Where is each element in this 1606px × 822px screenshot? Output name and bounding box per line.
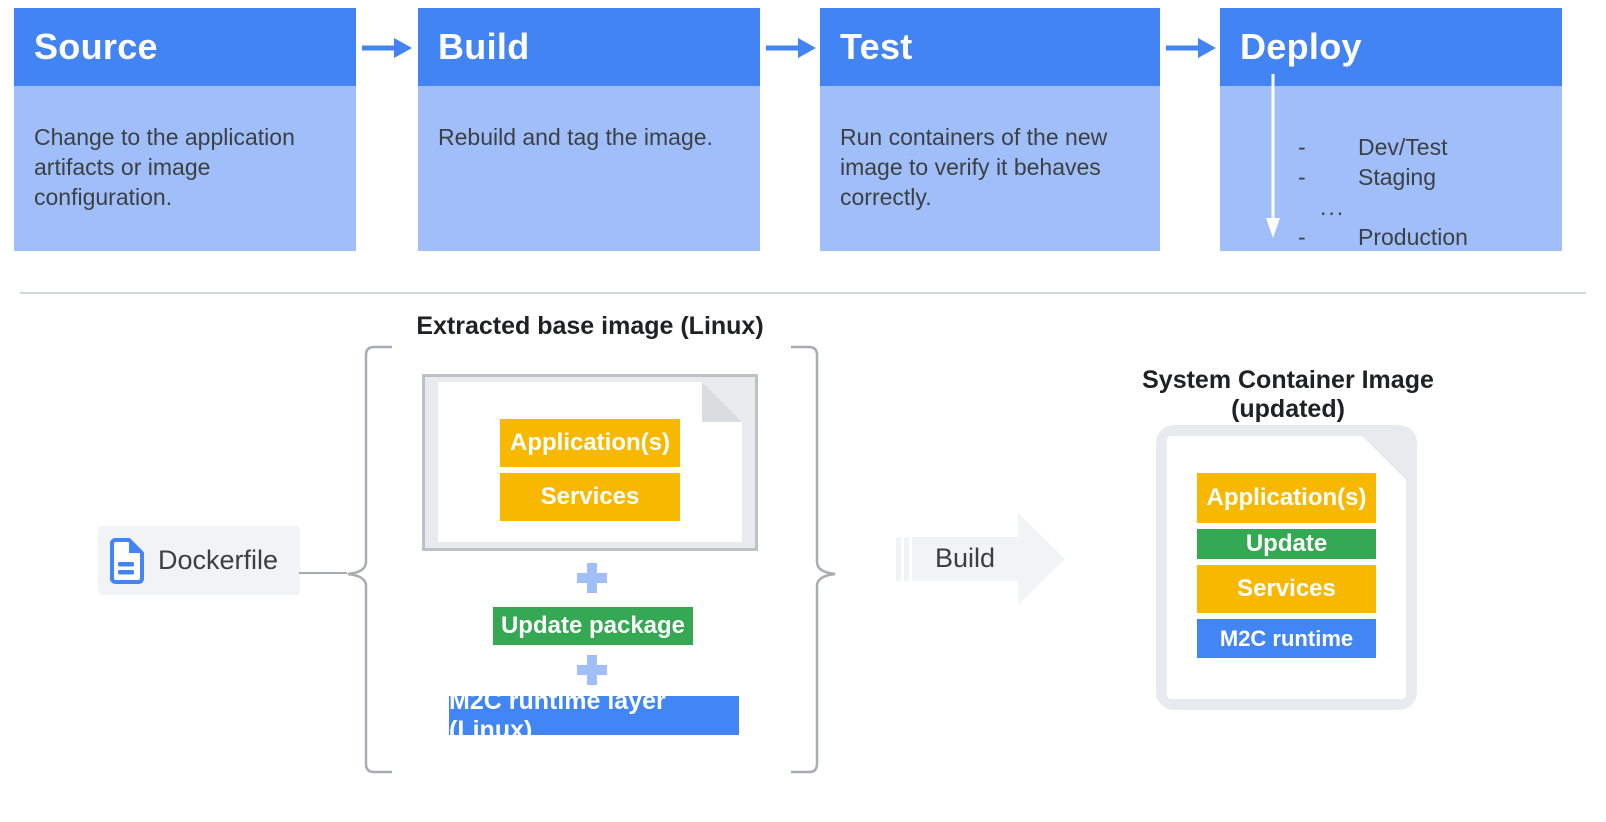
dockerfile-connector-line	[299, 572, 347, 574]
stage-source-description: Change to the application artifacts or i…	[14, 86, 356, 251]
arrow-right-icon	[362, 38, 412, 58]
env-label: Dev/Test	[1358, 134, 1448, 160]
env-label: Staging	[1358, 164, 1437, 190]
stage-test-title: Test	[820, 8, 1160, 86]
dockerfile-label: Dockerfile	[158, 545, 279, 575]
system-container-image-sheet: Application(s) Update Services M2C runti…	[1167, 436, 1406, 699]
stage-source-title: Source	[14, 8, 356, 86]
deploy-environment-list: - Dev/Test - Staging ... - Production	[1220, 94, 1562, 252]
env-item-staging: - Staging	[1298, 162, 1562, 192]
dockerfile-chip: Dockerfile	[98, 526, 300, 595]
section-divider	[20, 292, 1586, 294]
stage-build-title: Build	[418, 8, 760, 86]
system-container-image-doc: Application(s) Update Services M2C runti…	[1156, 425, 1417, 710]
base-image-document: Application(s) Services	[438, 382, 742, 542]
env-bullet: -	[1298, 134, 1306, 160]
system-container-image-title: System Container Image (updated)	[1142, 366, 1434, 423]
stage-source: Source Change to the application artifac…	[14, 8, 356, 251]
result-layer-update: Update	[1197, 529, 1376, 559]
env-label: ...	[1320, 194, 1346, 220]
plus-icon	[577, 563, 607, 593]
stage-test-description: Run containers of the new image to verif…	[820, 86, 1160, 251]
arrow-right-icon	[766, 38, 816, 58]
env-label: Production	[1358, 224, 1468, 250]
result-layer-m2c-runtime: M2C runtime	[1197, 619, 1376, 658]
right-bracket	[791, 345, 836, 774]
stage-deploy: Deploy - Dev/Test - Staging ... - Produc…	[1220, 8, 1562, 251]
extracted-base-image-title: Extracted base image (Linux)	[416, 312, 764, 340]
result-layer-applications: Application(s)	[1197, 473, 1376, 523]
build-arrow-label: Build	[934, 543, 996, 573]
folded-corner	[702, 382, 742, 422]
env-item-production: - Production	[1298, 222, 1562, 252]
layer-services: Services	[500, 473, 680, 521]
layer-applications: Application(s)	[500, 419, 680, 467]
stage-test: Test Run containers of the new image to …	[820, 8, 1160, 251]
env-bullet: -	[1298, 224, 1306, 250]
env-item-dev-test: - Dev/Test	[1298, 132, 1562, 162]
arrow-right-icon	[1166, 38, 1216, 58]
plus-icon	[577, 655, 607, 685]
blue-document-icon	[110, 537, 144, 584]
big-arrow-right-icon	[896, 513, 1065, 605]
arrow-down-icon	[1266, 74, 1280, 238]
stage-deploy-title: Deploy	[1220, 8, 1562, 86]
stage-build: Build Rebuild and tag the image.	[418, 8, 760, 251]
env-bullet: -	[1298, 164, 1306, 190]
update-package-box: Update package	[493, 607, 693, 645]
runtime-layer-box: M2C runtime layer (Linux)	[449, 687, 739, 744]
result-layer-services: Services	[1197, 565, 1376, 613]
left-bracket	[347, 345, 392, 774]
extracted-base-image-box: Application(s) Services	[422, 374, 758, 551]
stage-build-description: Rebuild and tag the image.	[418, 86, 760, 251]
env-item-ellipsis: ...	[1298, 192, 1562, 222]
